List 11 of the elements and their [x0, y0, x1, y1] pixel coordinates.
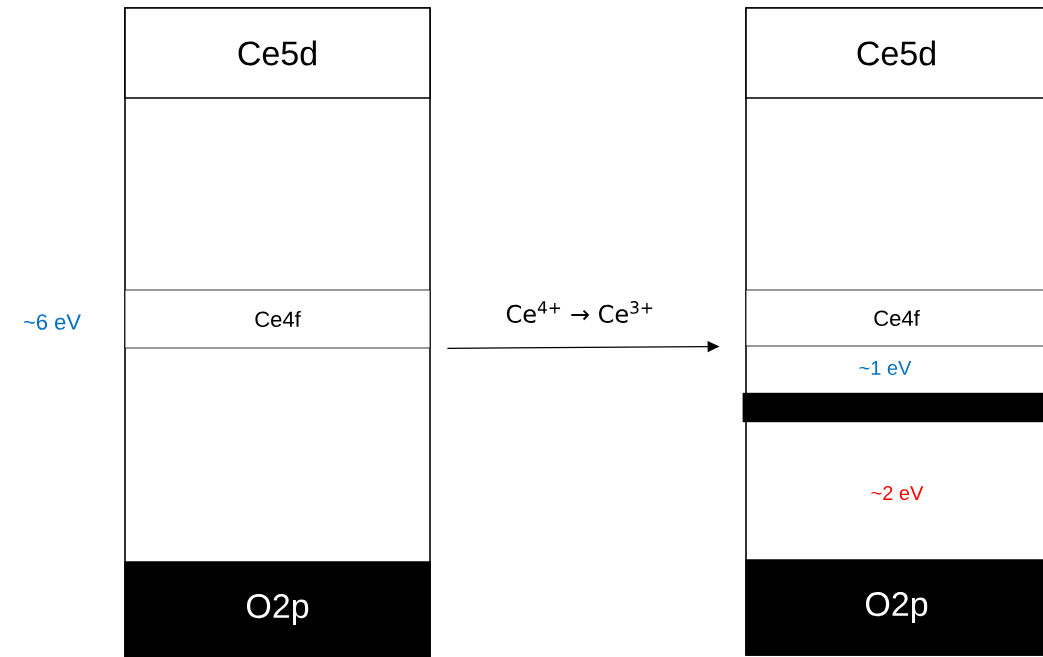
- band-box: Ce5d: [124, 7, 431, 99]
- energy-label: ~2 eV: [871, 485, 924, 501]
- band-box: Ce5d: [745, 7, 1043, 99]
- band-box: Ce4f: [745, 289, 1043, 347]
- band-box: O2p: [745, 559, 1043, 656]
- energy-label: ~1 eV: [859, 361, 912, 375]
- energy-label: ~6 eV: [23, 314, 81, 330]
- band-box: Ce4f: [124, 289, 431, 349]
- edge-label: Ce$^{4+}$ → Ce$^{3+}$: [506, 301, 653, 323]
- band-box: O2p: [124, 561, 431, 657]
- band-bar: [742, 392, 1043, 423]
